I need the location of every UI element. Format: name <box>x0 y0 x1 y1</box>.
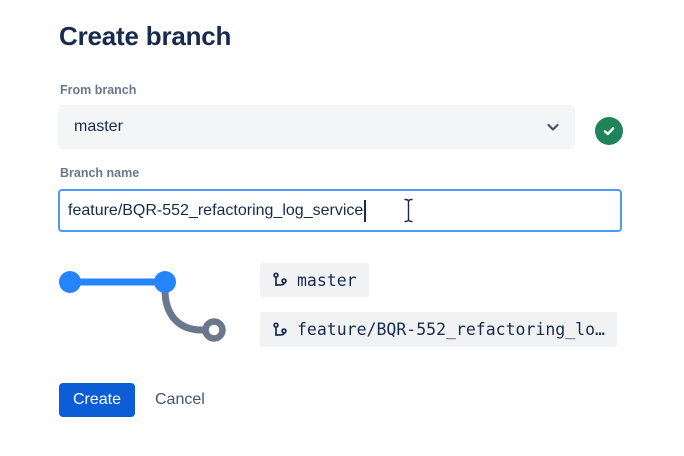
branch-name-input[interactable]: feature/BQR-552_refactoring_log_service <box>58 189 622 232</box>
cancel-button[interactable]: Cancel <box>155 383 205 417</box>
commit-dot-right <box>154 271 176 293</box>
branch-diagram <box>59 271 226 342</box>
from-branch-value: master <box>74 118 123 135</box>
branch-chip-master: master <box>260 263 369 297</box>
create-button[interactable]: Create <box>59 383 136 417</box>
chevron-down-icon <box>547 123 559 131</box>
branch-chip-label: feature/BQR-552_refactoring_lo… <box>297 320 605 339</box>
from-branch-label: From branch <box>60 83 137 97</box>
feature-branch-curve <box>161 286 206 334</box>
branch-name-label: Branch name <box>60 166 140 180</box>
branch-name-value: feature/BQR-552_refactoring_log_service <box>68 201 364 219</box>
new-branch-node <box>202 318 226 342</box>
text-caret <box>364 199 366 222</box>
git-branch-icon <box>273 272 287 286</box>
from-branch-select[interactable]: master <box>58 105 575 149</box>
branch-chip-feature: feature/BQR-552_refactoring_lo… <box>260 312 617 347</box>
page-title: Create branch <box>59 21 232 51</box>
branch-chip-label: master <box>297 270 357 290</box>
success-check-icon <box>595 117 623 145</box>
git-branch-icon <box>273 321 287 336</box>
commit-dot-left <box>59 271 81 293</box>
